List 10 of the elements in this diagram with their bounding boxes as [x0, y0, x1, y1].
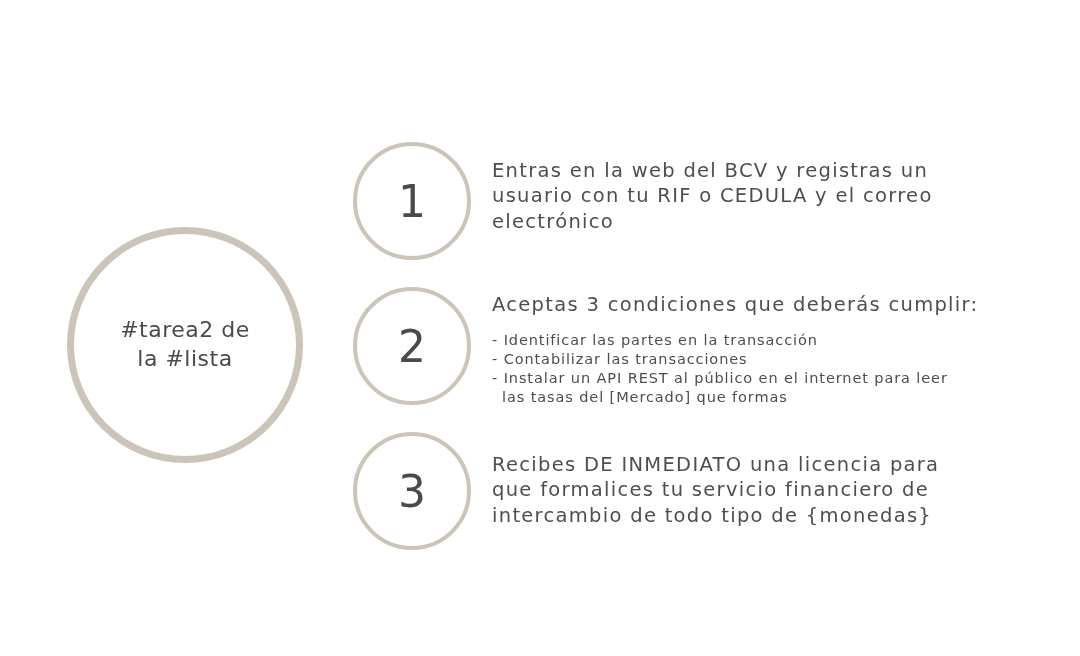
topic-label: #tarea2 de la #lista	[120, 316, 250, 373]
step-number: 3	[398, 465, 426, 517]
step-number: 1	[398, 175, 426, 227]
step-description: Recibes DE INMEDIATO una licencia para que formalices tu servicio financiero de intercambio de todo tipo de {monedas}	[492, 452, 941, 529]
step-description: Aceptas 3 condiciones que deberás cumplir:	[492, 292, 980, 318]
condition-item: - Contabilizar las transacciones	[492, 350, 749, 370]
condition-item: - Identificar las partes en la transacción	[492, 331, 819, 351]
condition-item: - Instalar un API REST al público en el internet para leer las tasas del [Mercado] que formas	[492, 369, 949, 407]
step-description: Entras en la web del BCV y registras un usuario con tu RIF o CEDULA y el correo electrónico	[492, 158, 934, 235]
step-number: 2	[398, 320, 426, 372]
